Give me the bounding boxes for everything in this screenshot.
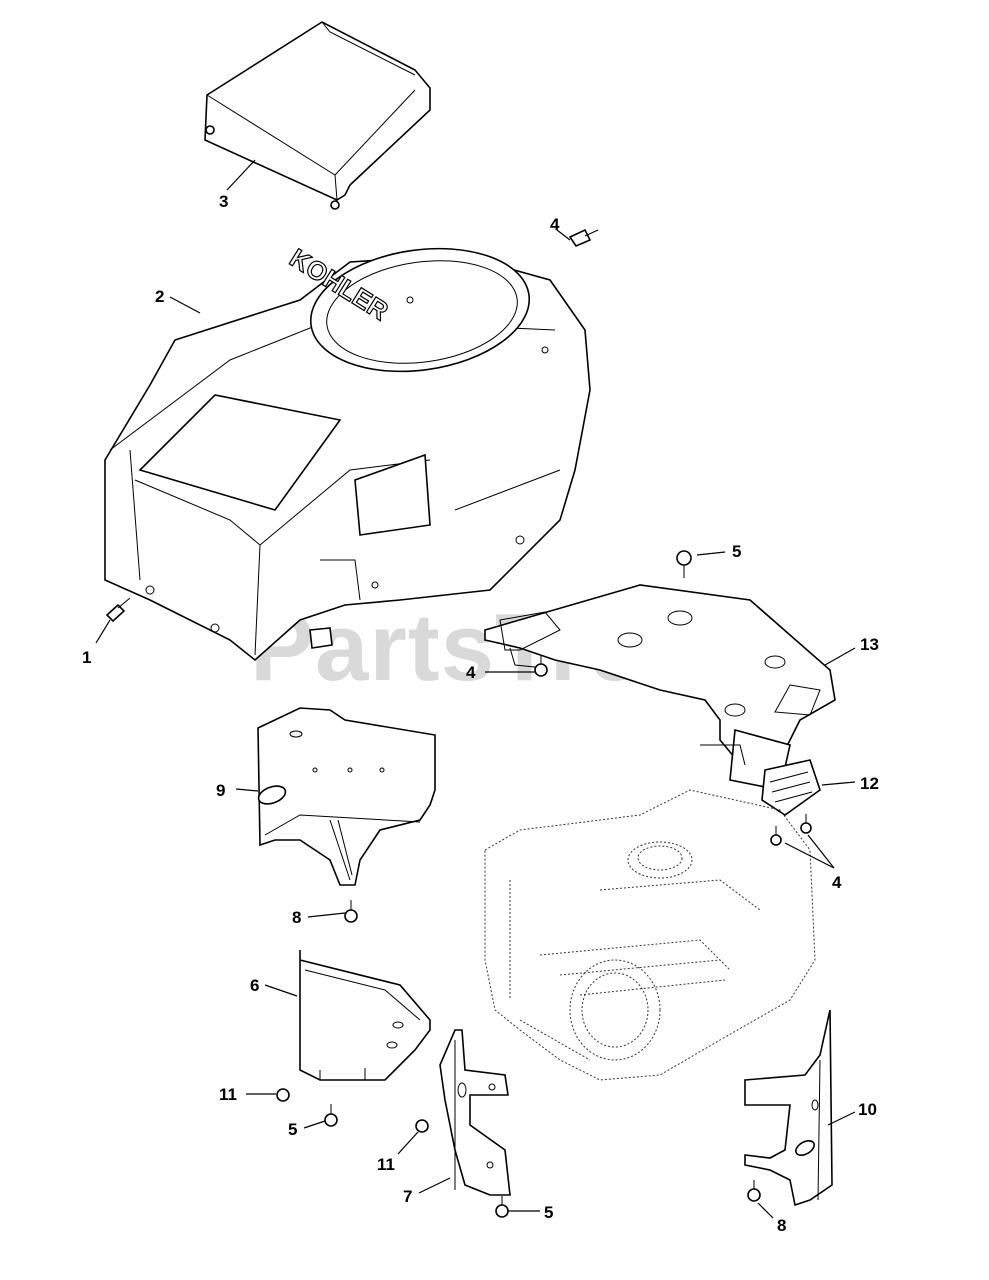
part-cylinder-shroud[interactable] [256, 707, 436, 886]
callout-6: 6 [250, 976, 259, 995]
fastener-screw-5-bottom[interactable] [495, 1196, 509, 1218]
callout-4-mid: 4 [466, 663, 476, 682]
part-air-cover[interactable] [204, 21, 431, 210]
callout-11-mid: 11 [377, 1155, 395, 1174]
callout-4-top: 4 [550, 215, 560, 234]
callout-10: 10 [858, 1100, 877, 1119]
callout-2: 2 [155, 287, 164, 306]
callout-5-left: 5 [288, 1120, 297, 1139]
fastener-screw-8-right[interactable] [747, 1180, 761, 1202]
fastener-screw-5-left[interactable] [324, 1104, 338, 1127]
fastener-screw-4-top[interactable] [568, 228, 599, 247]
callout-7: 7 [403, 1187, 412, 1206]
fastener-screw-5-top[interactable] [676, 550, 692, 578]
engine-block-outline [484, 789, 816, 1081]
callout-9: 9 [216, 781, 225, 800]
fastener-screw-1[interactable] [105, 597, 131, 623]
fastener-screw-4-mid[interactable] [534, 655, 548, 677]
fastener-screw-4-right-a[interactable] [770, 826, 782, 846]
part-regulator[interactable] [761, 759, 821, 816]
callout-12: 12 [860, 774, 879, 793]
callout-1: 1 [82, 648, 91, 667]
fastener-screw-4-right-b[interactable] [800, 814, 812, 834]
callout-4-right: 4 [832, 873, 842, 892]
part-side-baffle-7[interactable] [439, 1029, 511, 1196]
fastener-screw-11-mid[interactable] [415, 1119, 429, 1133]
callout-5-bottom: 5 [544, 1203, 553, 1222]
part-baffle[interactable] [484, 584, 836, 791]
callout-8-left: 8 [292, 908, 301, 927]
leader-lines [95, 159, 856, 1219]
fastener-screw-8-left[interactable] [344, 900, 358, 923]
part-side-baffle-10[interactable] [744, 1009, 833, 1207]
callout-8-right: 8 [777, 1216, 786, 1235]
callout-11-left: 11 [219, 1085, 237, 1104]
part-side-baffle-6[interactable] [299, 950, 431, 1081]
callout-3: 3 [219, 192, 228, 211]
callout-5-top: 5 [732, 542, 741, 561]
fastener-screw-11-left[interactable] [276, 1088, 290, 1102]
callout-13: 13 [860, 635, 879, 654]
